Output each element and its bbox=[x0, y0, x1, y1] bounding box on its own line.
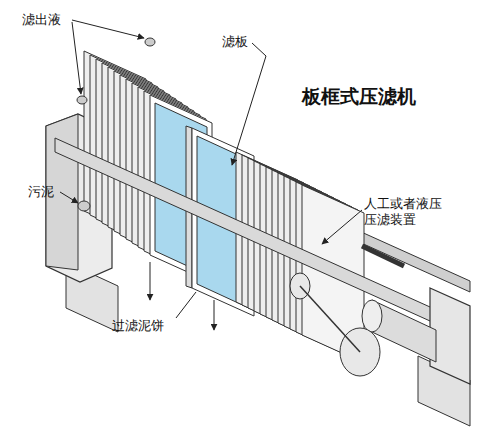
part-label: 滤出液 bbox=[22, 12, 82, 28]
leader-line bbox=[322, 210, 362, 244]
cylinder-end bbox=[362, 300, 382, 332]
sludge-inlet bbox=[78, 201, 90, 211]
cake-arrow bbox=[214, 300, 215, 330]
leader-line bbox=[232, 43, 266, 165]
front-rail bbox=[55, 138, 450, 330]
leader-line bbox=[72, 20, 144, 38]
linkage bbox=[300, 286, 360, 352]
filtrate-outlet bbox=[145, 38, 155, 46]
leader-line bbox=[72, 22, 81, 94]
leader-line bbox=[176, 292, 196, 318]
part-label: 过滤泥饼 bbox=[112, 318, 182, 334]
piston-rod bbox=[362, 246, 404, 266]
filtrate-outlet bbox=[77, 96, 87, 104]
part-label: 滤板 bbox=[222, 34, 262, 50]
part-label: 人工或者液压 压滤装置 bbox=[364, 196, 456, 228]
leader-lines bbox=[60, 20, 362, 330]
leader-line bbox=[60, 192, 78, 203]
diagram-title: 板框式压滤机 bbox=[302, 84, 416, 110]
part-label: 污泥 bbox=[28, 184, 68, 200]
cake-arrow bbox=[150, 262, 151, 300]
